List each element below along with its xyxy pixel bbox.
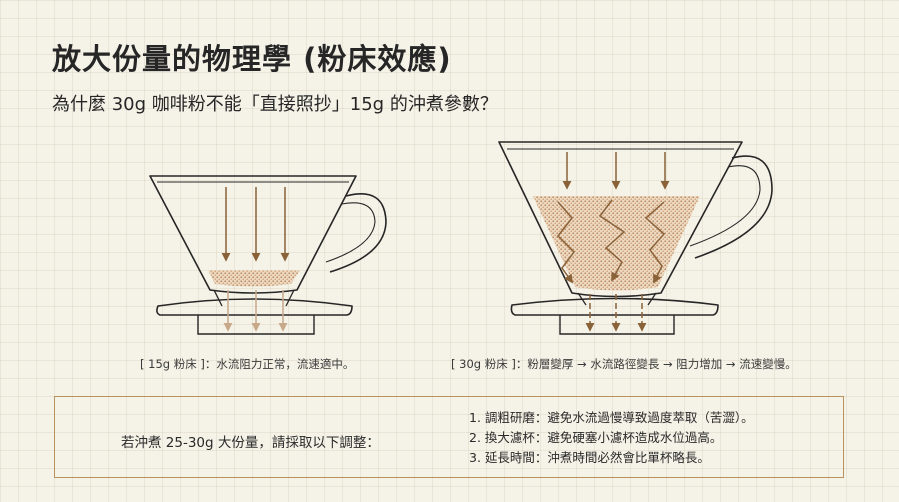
adjustment-item: 3. 延長時間：沖煮時間必然會比單杯略長。 <box>469 450 710 465</box>
dripper-cup-outline-large <box>498 141 743 298</box>
caption-30g: [ 30g 粉床 ]：粉層變厚 → 水流路徑變長 → 阻力增加 → 流速變慢。 <box>451 357 797 371</box>
water-flow-arrows-large <box>557 152 670 332</box>
page-subtitle: 為什麼 30g 咖啡粉不能「直接照抄」15g 的沖煮參數？ <box>52 94 498 115</box>
page-title: 放大份量的物理學 (粉床效應) <box>52 42 452 76</box>
zigzag-arrow-icon <box>557 201 575 284</box>
water-flow-arrows-small <box>221 187 290 332</box>
dripper-icon-large <box>498 141 773 335</box>
caption-15g: [ 15g 粉床 ]：水流阻力正常，流速適中。 <box>140 357 355 371</box>
dripper-base-small <box>156 298 353 316</box>
dripper-base-large <box>510 297 719 316</box>
adjustment-intro: 若沖煮 25-30g 大份量，請採取以下調整： <box>121 435 380 451</box>
adjustment-item: 2. 換大濾杯：避免硬塞小濾杯造成水位過高。 <box>469 430 723 445</box>
coffee-bed-small <box>208 270 300 287</box>
dripper-icon-small <box>149 175 387 335</box>
adjustment-box: 若沖煮 25-30g 大份量，請採取以下調整： 1. 調粗研磨：避免水流過慢導致… <box>54 396 844 478</box>
zigzag-arrow-icon <box>598 199 626 282</box>
dripper-handle-large <box>694 155 773 259</box>
dripper-handle-small <box>329 193 387 273</box>
adjustment-list: 1. 調粗研磨：避免水流過慢導致過度萃取（苦澀）。 2. 換大濾杯：避免硬塞小濾… <box>469 408 754 468</box>
adjustment-item: 1. 調粗研磨：避免水流過慢導致過度萃取（苦澀）。 <box>469 410 754 425</box>
coffee-bed-large <box>533 196 700 291</box>
zigzag-arrow-icon <box>644 201 666 284</box>
